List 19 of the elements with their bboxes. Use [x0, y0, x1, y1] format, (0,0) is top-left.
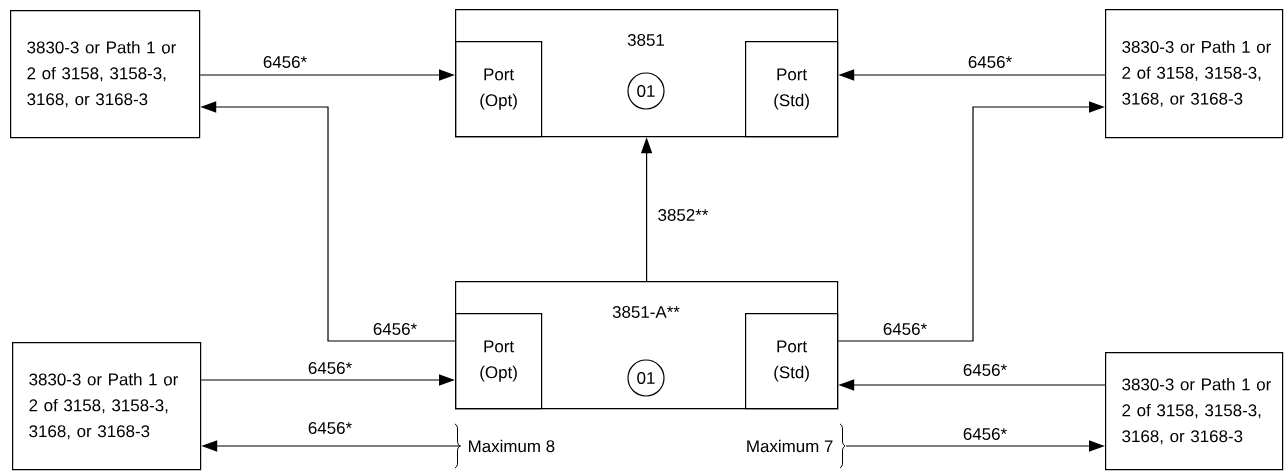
port-box: Port (Std): [745, 313, 839, 410]
edge-label: 6456*: [261, 55, 309, 69]
bracket-label: Maximum 7: [747, 423, 846, 469]
edge-label: 3852**: [656, 208, 710, 222]
edge-label: 6456*: [306, 421, 354, 435]
device-box: 3830-3 or Path 1 or 2 of 3158, 3158-3, 3168, or 3168-3: [1105, 9, 1284, 139]
edge-label: 6456*: [306, 361, 354, 375]
device-box: 3830-3 or Path 1 or 2 of 3158, 3158-3, 3168, or 3168-3: [1105, 352, 1284, 471]
edge-label: 6456*: [961, 363, 1009, 377]
device-box: 3830-3 or Path 1 or 2 of 3158, 3158-3, 3168, or 3168-3: [10, 10, 201, 139]
port-box: Port (Std): [745, 41, 839, 138]
edge-label: 6456*: [881, 322, 929, 336]
edge-label: 6456*: [371, 322, 419, 336]
port-box: Port (Opt): [455, 41, 543, 138]
port-box: Port (Opt): [455, 313, 543, 410]
bracket-label: Maximum 8: [454, 423, 555, 469]
device-box: 3830-3 or Path 1 or 2 of 3158, 3158-3, 3168, or 3168-3: [12, 342, 202, 471]
edge-label: 6456*: [961, 427, 1009, 441]
edge-label: 6456*: [966, 55, 1014, 69]
